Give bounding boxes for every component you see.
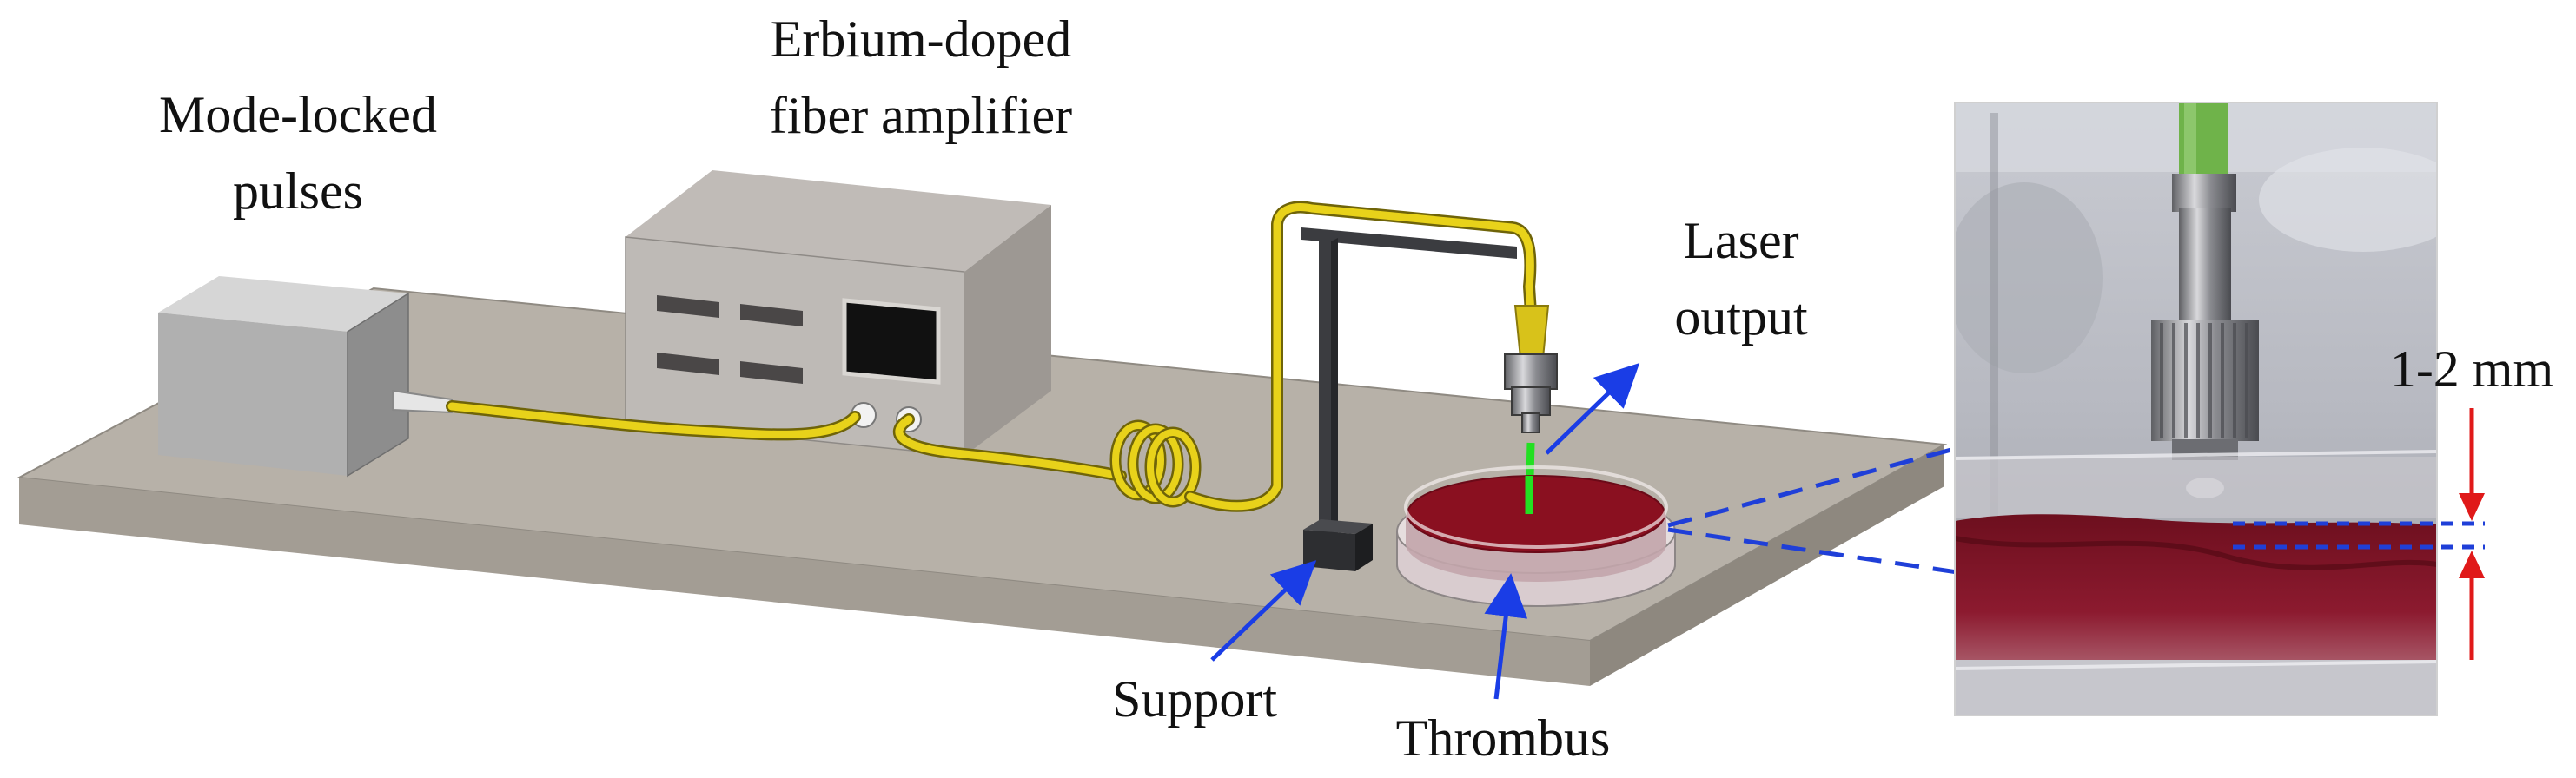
label-laser: Laser	[1683, 212, 1798, 269]
table-right-edge	[1590, 445, 1944, 686]
label-pulses: pulses	[233, 162, 363, 220]
annotation-arrows	[1210, 363, 1640, 700]
label-mode-locked: Mode-locked	[159, 86, 437, 143]
label-output: output	[1674, 288, 1808, 346]
gap-indicator	[2233, 408, 2485, 660]
label-gap: 1-2 mm	[2390, 340, 2553, 398]
petri-dish	[1396, 465, 1676, 607]
support-arrow	[1210, 560, 1317, 662]
edfa-box	[625, 170, 1051, 457]
photo-inset-frame	[1954, 102, 2438, 716]
laser-output-arrow	[1545, 363, 1640, 455]
label-thrombus: Thrombus	[1396, 709, 1611, 767]
label-support: Support	[1112, 670, 1277, 728]
fiber-coil	[1109, 419, 1202, 508]
edfa-display	[842, 298, 941, 385]
thrombus-arrow	[1484, 573, 1528, 700]
support-base	[1303, 530, 1355, 571]
photo-inset	[1955, 102, 2437, 715]
edfa-front-slots	[657, 295, 803, 384]
thrombus-disc	[1407, 475, 1665, 553]
fiber-tip-collimator	[1504, 305, 1558, 513]
optical-fiber	[392, 201, 1537, 512]
photo-knurled-nut	[2151, 320, 2259, 441]
support-stand	[1301, 227, 1517, 571]
label-fiber-amplifier: fiber amplifier	[770, 87, 1072, 144]
table-front-edge	[19, 478, 1590, 686]
label-erbium-doped: Erbium-doped	[771, 10, 1072, 68]
mode-locked-laser-box	[158, 276, 409, 478]
